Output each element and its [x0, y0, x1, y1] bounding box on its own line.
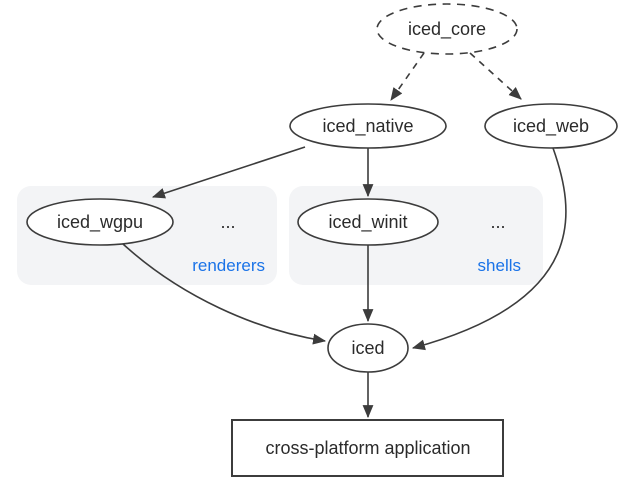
application-label: cross-platform application [265, 438, 470, 458]
iced-wgpu-label: iced_wgpu [57, 212, 143, 233]
edge-web-to-iced [411, 147, 567, 351]
iced-core-label: iced_core [408, 19, 486, 40]
node-application: cross-platform application [231, 419, 504, 477]
iced-native-ellipse [289, 103, 447, 149]
iced-core-ellipse [376, 3, 518, 55]
application-rect [231, 419, 504, 477]
edge-core-to-web [469, 52, 522, 100]
renderers-ellipsis: ... [220, 212, 235, 232]
node-iced-winit: iced_winit [297, 198, 439, 246]
iced-native-label: iced_native [322, 116, 413, 137]
edge-wgpu-to-iced [122, 243, 327, 345]
node-iced-native: iced_native [289, 103, 447, 149]
iced-winit-ellipse [297, 198, 439, 246]
iced-wgpu-ellipse [26, 198, 174, 246]
node-iced-wgpu: iced_wgpu [26, 198, 174, 246]
iced-web-label: iced_web [513, 116, 589, 137]
iced-ellipse [327, 323, 409, 373]
edge-native-to-wgpu [151, 146, 306, 199]
node-iced-core: iced_core [376, 3, 518, 55]
shells-group-label: shells [478, 256, 521, 275]
edge-core-to-native [390, 52, 425, 101]
shells-ellipsis: ... [490, 212, 505, 232]
renderers-group-label: renderers [192, 256, 265, 275]
node-iced: iced [327, 323, 409, 373]
iced-label: iced [351, 338, 384, 358]
iced-web-ellipse [484, 103, 618, 149]
node-iced-web: iced_web [484, 103, 618, 149]
iced-winit-label: iced_winit [328, 212, 407, 233]
